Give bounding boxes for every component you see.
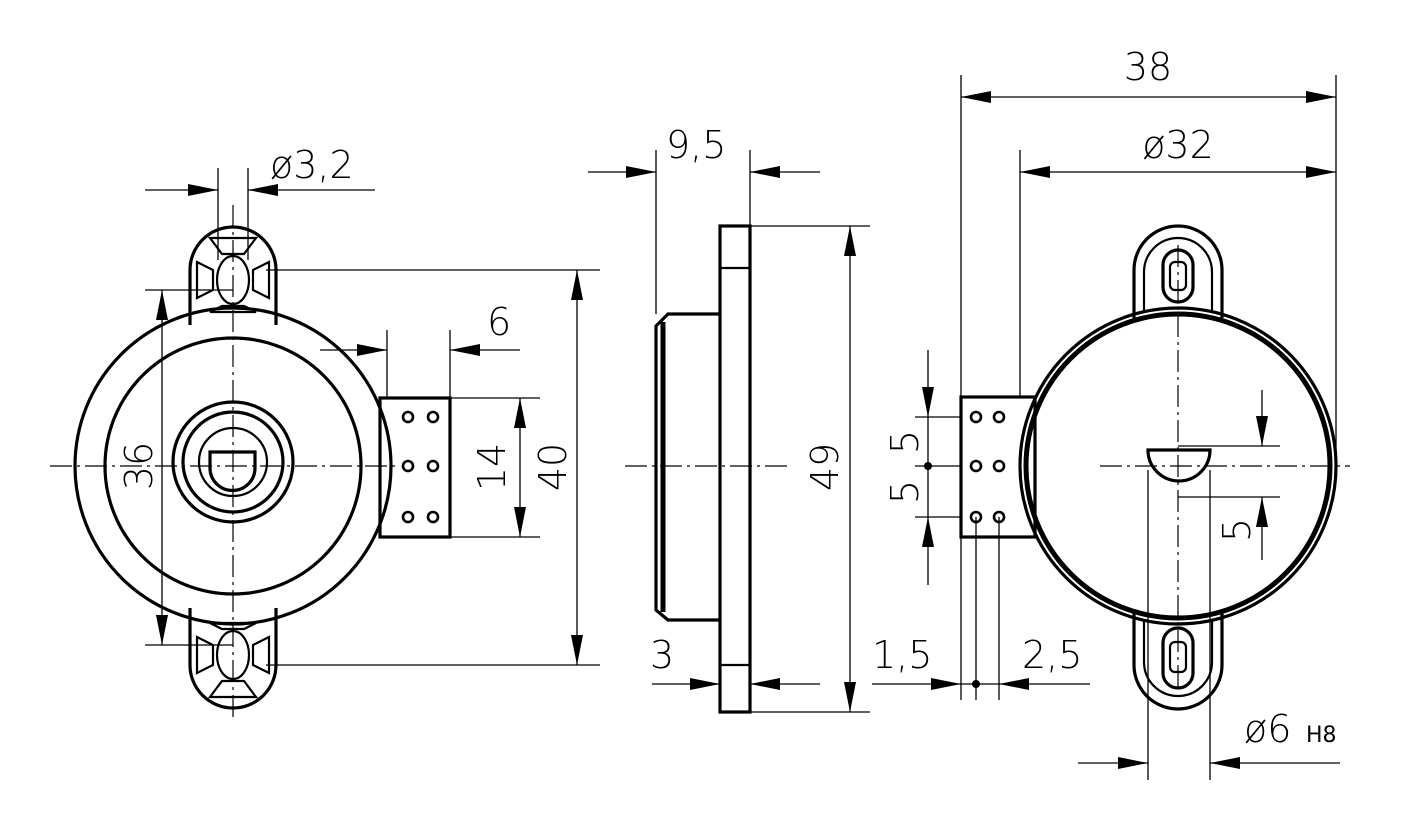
dim-front-terminal-width: 6 [320,300,520,398]
front-outer-body [73,306,393,626]
dim-front-overall-height-label: 40 [531,443,575,491]
rear-sound-port [1146,448,1212,483]
dim-front-mount-spacing-label: 36 [117,442,161,490]
front-sound-port [208,450,257,493]
dim-rear-overall-width: 38 [960,45,1337,466]
dim-side-height: 49 [750,225,870,713]
dim-rear-pin-pitch: 5 5 [883,350,961,585]
dim-rear-body-dia-label: ø32 [1142,123,1214,167]
front-bottom-lug [188,608,278,710]
rear-top-lug-inner [1142,236,1214,312]
rear-top-lug [1132,224,1224,318]
dim-rear-body-dia: ø32 [1019,123,1336,397]
dim-front-overall-height: 40 [266,269,600,666]
side-flange [718,224,752,714]
front-boss-inner [197,426,269,498]
front-top-lug [188,225,278,325]
rear-terminal-block [959,395,1037,539]
dim-side-depth: 9,5 [588,123,820,314]
dim-side-height-label: 49 [803,443,847,491]
dim-front-hole-dia-label: ø3,2 [270,143,354,187]
front-inner-ring [103,336,363,596]
dim-front-hole-dia: ø3,2 [145,143,375,260]
dim-rear-port-dia-label: ø6 [1244,707,1291,751]
dim-front-terminal-height: 14 [450,397,540,538]
rear-view: 38 ø32 5 5 [872,45,1350,780]
side-body [654,312,720,622]
front-view: ø3,2 36 40 14 [50,143,600,718]
front-terminal-block [378,396,452,539]
dim-rear-pin-pitch-upper-label: 5 [883,430,927,454]
dim-rear-pin-offsets: 1,5 2,5 [872,517,1090,700]
front-terminal-pins [401,410,440,524]
dim-rear-pin-pitch-lower-label: 5 [883,480,927,504]
rear-inner-ring [1023,311,1333,621]
dim-rear-overall-width-label: 38 [1124,45,1172,89]
dim-front-mount-spacing: 36 [117,289,233,646]
dim-rear-pin-offset-b-label: 2,5 [1022,633,1082,677]
dim-front-terminal-height-label: 14 [470,443,514,491]
rear-bottom-lug [1132,612,1224,711]
front-boss-mid [181,410,285,514]
rear-terminal-pins [969,410,1006,524]
dim-rear-port-offset: 5 [1178,390,1280,560]
dim-front-terminal-width-label: 6 [487,300,511,344]
front-boss-outer [171,400,295,524]
dim-rear-port-offset-label: 5 [1215,518,1259,542]
dim-rear-pin-offset-a-label: 1,5 [872,633,932,677]
dim-rear-port-tolerance-label: H8 [1306,723,1337,748]
dim-side-depth-label: 9,5 [666,123,726,167]
dim-rear-port-dia: ø6 H8 [1078,470,1340,780]
dim-side-flange: 3 [650,633,820,690]
side-view: 9,5 49 3 [588,123,870,714]
dim-side-flange-label: 3 [650,633,674,677]
